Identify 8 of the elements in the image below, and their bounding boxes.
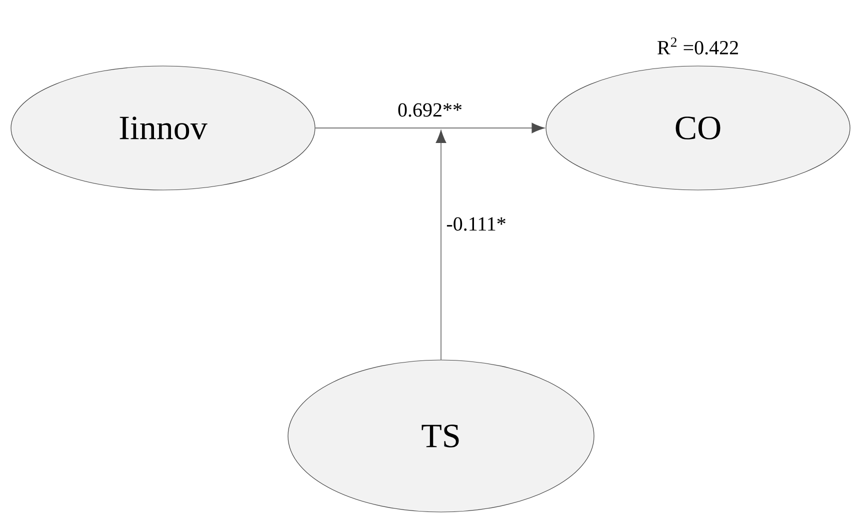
ellipse-node: CO	[546, 66, 850, 190]
edge-label: 0.692**	[396, 102, 464, 118]
arrow	[314, 122, 545, 134]
edge-label: -0.111*	[445, 216, 508, 232]
ellipse-node: Iinnov	[10, 66, 316, 190]
arrow	[436, 130, 446, 360]
ellipse-node: TS	[288, 360, 594, 512]
r-squared-label: R$^{2}$ =0.422	[658, 37, 738, 55]
